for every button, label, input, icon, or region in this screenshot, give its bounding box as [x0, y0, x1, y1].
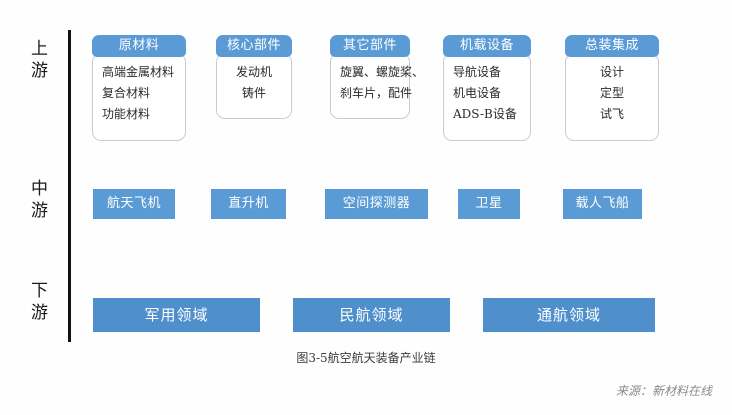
card-header-label: 原材料	[92, 35, 186, 57]
card-header-label: 机载设备	[443, 35, 531, 57]
card-body: 旋翼、螺旋桨、 刹车片，配件	[330, 53, 425, 119]
vertical-axis-line	[68, 30, 71, 342]
card-item: ADS-B设备	[453, 107, 517, 121]
stage-label-upstream: 上 游	[31, 39, 49, 81]
card-body: 设计 定型 试飞	[565, 53, 659, 141]
card-body: 高端金属材料 复合材料 功能材料	[92, 53, 186, 141]
stage-label-midstream: 中 游	[31, 179, 49, 221]
card-header-label: 核心部件	[216, 35, 292, 57]
card-header-label: 其它部件	[330, 35, 410, 57]
midstream-box-manned-spacecraft: 载人飞船	[563, 189, 642, 219]
downstream-box-military: 军用领域	[93, 298, 260, 332]
card-item: 定型	[599, 86, 624, 100]
card-item: 功能材料	[102, 107, 151, 121]
card-item: 导航设备	[453, 65, 502, 79]
card-item: 旋翼、螺旋桨、	[340, 65, 425, 79]
card-item: 铸件	[241, 86, 266, 100]
midstream-box-helicopter: 直升机	[211, 189, 286, 219]
card-header-label: 总装集成	[565, 35, 659, 57]
figure-caption: 图3-5航空航天装备产业链	[296, 351, 436, 365]
card-body: 导航设备 机电设备 ADS-B设备	[443, 53, 531, 141]
card-item: 机电设备	[453, 86, 502, 100]
midstream-box-space-probe: 空间探测器	[325, 189, 428, 219]
figure-source: 来源：新材料在线	[615, 384, 712, 398]
downstream-box-general-aviation: 通航领域	[483, 298, 655, 332]
card-item: 发动机	[235, 65, 272, 79]
card-item: 高端金属材料	[102, 65, 175, 79]
card-item: 复合材料	[102, 86, 151, 100]
midstream-box-satellite: 卫星	[458, 189, 520, 219]
midstream-box-space-shuttle: 航天飞机	[93, 189, 175, 219]
stage-label-downstream: 下 游	[31, 281, 49, 323]
card-item: 设计	[599, 65, 624, 79]
card-item: 刹车片，配件	[340, 86, 413, 100]
card-body: 发动机 铸件	[216, 53, 292, 119]
card-item: 试飞	[599, 107, 624, 121]
downstream-box-civil-aviation: 民航领域	[293, 298, 450, 332]
